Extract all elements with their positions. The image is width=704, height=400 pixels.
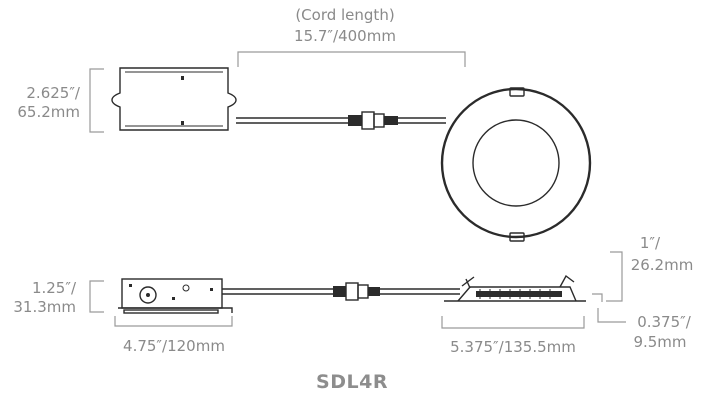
- box-length-dimension: 4.75″/120mm: [114, 316, 233, 355]
- box-height-mm: 65.2mm: [17, 103, 80, 121]
- fixture-outer-ring: [440, 87, 592, 239]
- side-box-knockout: [139, 286, 157, 304]
- cord-length-value: 15.7″/400mm: [294, 27, 396, 45]
- box-length-label: 4.75″/120mm: [123, 337, 225, 355]
- side-height-inches: 1.25″/: [32, 279, 77, 297]
- box-height-dimension: 2.625″/ 65.2mm: [17, 68, 104, 133]
- side-box-knockout-center: [146, 293, 150, 297]
- fixture-housing: [457, 286, 577, 302]
- trim-height-inches: 0.375″/: [637, 313, 692, 331]
- fixture-lens: [472, 119, 560, 207]
- model-title: SDL4R: [316, 371, 388, 393]
- fixture-height-dimension: 1″/ 26.2mm: [606, 234, 694, 302]
- side-box-marker-1: [129, 284, 132, 287]
- side-box-screw: [182, 284, 190, 292]
- trim-height-bracket-top: [592, 293, 603, 302]
- side-box-marker-2: [172, 297, 175, 300]
- fixture-side-view: [444, 274, 586, 302]
- side-height-bracket: [89, 280, 104, 313]
- fixture-width-label: 5.375″/135.5mm: [450, 338, 576, 356]
- cord-length-bracket: [237, 51, 466, 67]
- trim-height-mm: 9.5mm: [633, 333, 686, 351]
- box-height-bracket: [89, 68, 104, 133]
- fixture-height-bracket: [606, 251, 623, 302]
- driver-box-top-view: [111, 67, 237, 131]
- cord-length-dimension: (Cord length) 15.7″/400mm: [237, 6, 466, 67]
- top-connector: [348, 111, 398, 130]
- side-height-mm: 31.3mm: [13, 298, 76, 316]
- fixture-height-mm: 26.2mm: [631, 256, 694, 274]
- driver-box-side-view: [118, 278, 233, 314]
- fixture-width-dimension: 5.375″/135.5mm: [441, 316, 585, 356]
- trim-height-dimension: 0.375″/ 9.5mm: [592, 293, 692, 351]
- fixture-height-inches: 1″/: [640, 234, 661, 252]
- fixture-spring-left: [461, 276, 475, 289]
- box-height-inches: 2.625″/: [26, 84, 81, 102]
- fixture-width-bracket: [441, 316, 585, 329]
- side-cord: [222, 282, 460, 301]
- top-cord: [236, 111, 446, 130]
- side-box-body: [121, 278, 223, 309]
- side-box-flange: [123, 309, 219, 314]
- cord-length-title: (Cord length): [295, 6, 394, 24]
- driver-box-outline: [111, 67, 237, 131]
- side-height-dimension: 1.25″/ 31.3mm: [13, 279, 104, 316]
- driver-box-marker-top: [181, 76, 184, 80]
- driver-box-marker-bottom: [181, 121, 184, 125]
- side-box-marker-3: [210, 288, 213, 291]
- fixture-fins: [476, 289, 562, 299]
- trim-height-bracket-bottom: [597, 308, 626, 323]
- fixture-top-view: [440, 87, 592, 242]
- fixture-spring-right: [559, 274, 575, 288]
- side-box-base: [118, 307, 233, 313]
- box-length-bracket: [114, 316, 233, 327]
- side-connector: [333, 282, 380, 301]
